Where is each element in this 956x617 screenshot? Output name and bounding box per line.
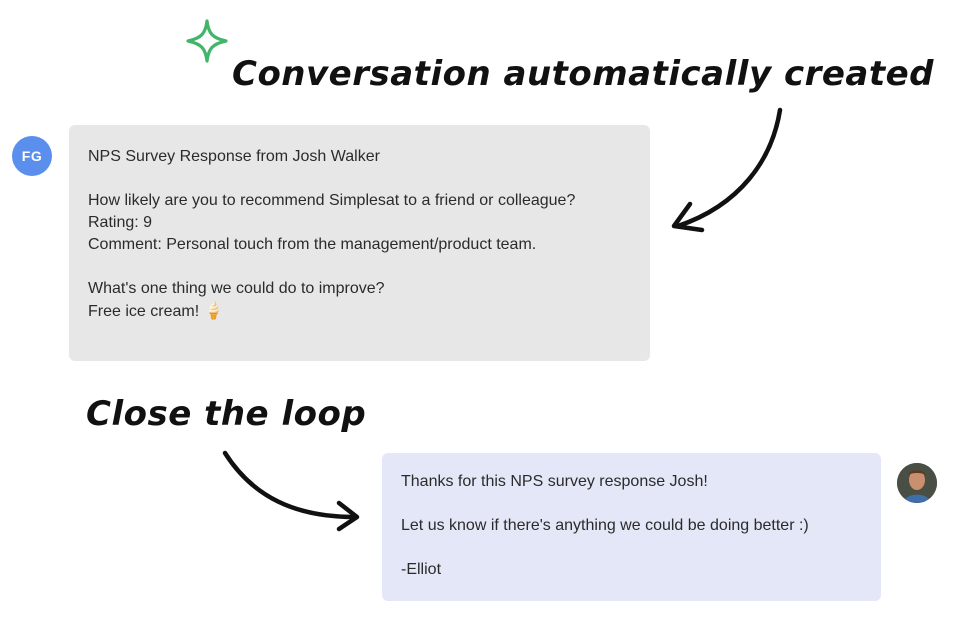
profile-photo-icon [897,463,937,503]
survey-comment: Comment: Personal touch from the managem… [88,236,537,253]
avatar-initials: FG [21,148,43,164]
survey-answer-2-text: Free ice cream! [88,303,200,320]
reply-line-1: Thanks for this NPS survey response Josh… [401,473,708,490]
reply-signature: -Elliot [401,561,442,578]
survey-question-1: How likely are you to recommend Simplesa… [88,192,576,209]
survey-title: NPS Survey Response from Josh Walker [88,148,380,165]
survey-message-bubble: NPS Survey Response from Josh Walker How… [69,125,650,361]
avatar-elliot [897,463,937,503]
sparkle-icon [186,19,228,63]
reply-message-bubble: Thanks for this NPS survey response Josh… [382,453,881,601]
ice-cream-emoji: 🍦 [203,301,225,320]
annotation-close-the-loop: Close the loop [86,394,367,434]
survey-question-2: What's one thing we could do to improve? [88,280,385,297]
arrow-to-conversation [671,107,783,233]
avatar: FG [12,136,52,176]
survey-rating: Rating: 9 [88,214,153,231]
reply-line-2: Let us know if there's anything we could… [401,517,809,534]
annotation-conversation-created: Conversation automatically created [232,54,935,94]
arrow-to-reply [222,450,360,532]
survey-answer-2: Free ice cream!🍦 [88,300,631,323]
